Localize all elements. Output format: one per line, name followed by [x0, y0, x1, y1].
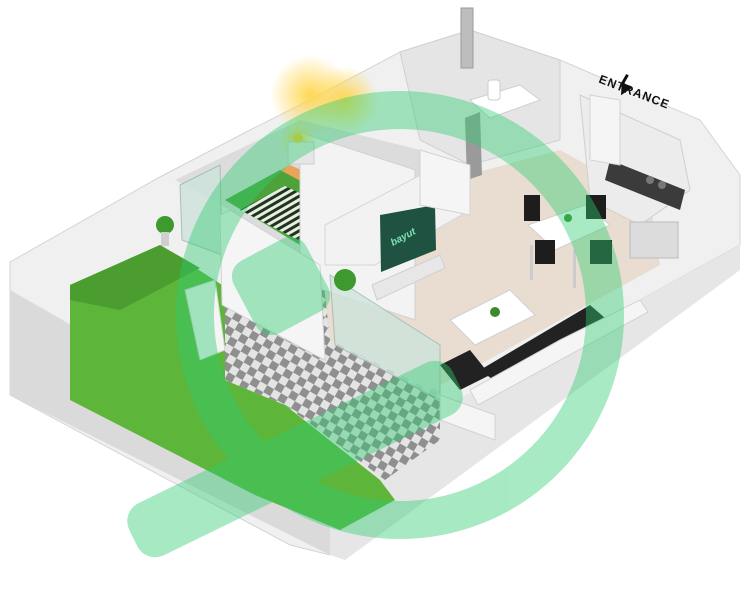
toilet [487, 79, 501, 101]
interior-walls [184, 94, 649, 441]
tv-stand [371, 254, 446, 301]
garden-grass-dark [70, 245, 200, 310]
sofa [480, 305, 605, 385]
chair [535, 240, 555, 264]
plant-icon [490, 307, 500, 317]
chair [524, 195, 540, 221]
dining-area [524, 195, 612, 288]
tv-screen [380, 205, 436, 272]
garden-grass [70, 245, 395, 530]
shower-panel [460, 7, 474, 69]
plant-icon [156, 216, 174, 234]
chair [586, 195, 606, 219]
stove-icon [646, 176, 654, 184]
fridge [629, 221, 679, 259]
chair [590, 240, 612, 264]
plant-icon [564, 214, 572, 222]
watermark-logo [127, 91, 624, 558]
coffee-table [449, 289, 536, 346]
bathroom [399, 7, 561, 180]
plant-icon [334, 269, 356, 291]
kitchen-counter [605, 160, 685, 210]
lamp-icon [293, 133, 303, 143]
